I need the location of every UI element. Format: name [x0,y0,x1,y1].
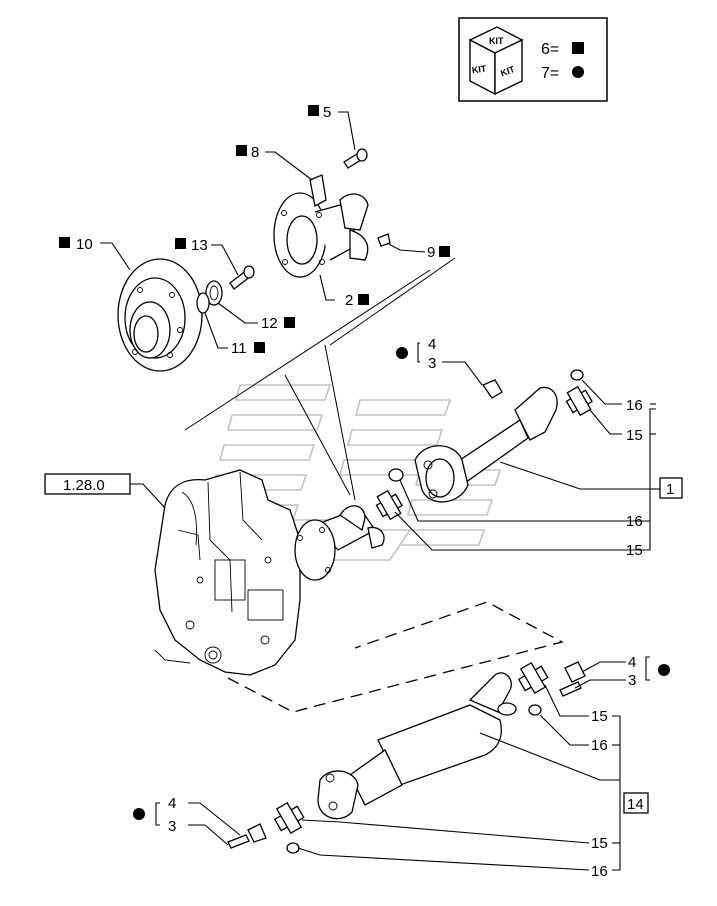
square-marker [308,105,319,116]
square-marker [175,238,186,249]
snap-ring-lower-right [528,704,542,716]
snap-ring-upper-right [570,369,584,381]
callout-16-d: 16 [591,863,608,880]
u-joint-cross-upper-left [375,489,403,521]
kit-box-icon: KIT KIT KIT [468,26,524,96]
callout-13: 13 [191,237,208,254]
circle-marker [658,664,670,676]
square-marker [358,294,369,305]
bolt-5 [343,148,368,169]
square-marker [572,42,584,54]
o-ring-11 [196,292,210,314]
reference-box [44,473,131,495]
lock-plate-3-upper [482,379,503,399]
square-marker [236,145,247,156]
callout-12: 12 [261,315,278,332]
upper-drive-shaft [294,386,558,581]
callout-4-low: 4 [168,795,176,812]
leader-lines [100,111,660,871]
kit-face-right: KIT [499,64,517,79]
square-marker [439,246,450,257]
kit-face-top: KIT [489,36,504,46]
bolt-4-mid [559,681,582,697]
callout-16-c: 16 [591,737,608,754]
square-marker [59,237,70,248]
washer-12 [205,280,223,306]
callout-10: 10 [76,236,93,253]
hatch-line-1 [184,269,431,431]
hatch-line-4 [284,374,351,496]
callout-15-c: 15 [591,708,608,725]
lock-plate-3-low [247,823,267,843]
legend-kit-6: 6= [541,41,559,58]
circle-marker [133,808,145,820]
kit-face-left: KIT [471,63,487,75]
circle-marker [572,66,584,78]
hatch-line-3 [324,344,356,501]
callout-5: 5 [323,104,331,121]
callout-4-mid: 4 [628,654,636,671]
snap-ring-upper-left [388,468,404,482]
bolt-4-low [227,834,250,849]
reference-label: 1.28.0 [63,477,105,494]
square-marker [284,317,295,328]
callout-11: 11 [231,340,247,357]
callout-2: 2 [345,292,353,309]
callout-15-a: 15 [626,427,643,444]
hatch-line-2 [329,257,456,346]
callout-3-low: 3 [168,818,176,835]
kit-legend: KIT KIT KIT 6= 7= [458,17,608,102]
callout-9: 9 [427,244,435,261]
callout-16-b: 16 [626,513,643,530]
dashed-outline [227,601,564,713]
callout-15-d: 15 [591,835,608,852]
assembly-box-14 [623,792,649,814]
snap-ring-lower-left [286,842,300,854]
circle-marker [396,347,408,359]
assembly-label-1: 1 [666,481,674,498]
callout-8: 8 [251,144,259,161]
callout-4-upper: 4 [428,336,436,353]
u-joint-cross-lower-left [273,801,305,835]
callout-3-mid: 3 [628,672,636,689]
bolt-13 [229,265,255,290]
square-marker [254,342,265,353]
flange-yoke-2 [273,192,369,278]
transmission-housing [154,469,301,676]
lock-plate-8 [309,174,327,207]
legend-kit-7: 7= [541,65,559,82]
assembly-box-1 [659,477,683,499]
lower-drive-shaft [317,672,517,820]
u-joint-cross-lower-right [517,661,549,695]
u-joint-cross-upper-right [565,385,593,417]
lock-plate-3-mid [564,661,586,683]
callout-15-b: 15 [626,542,643,559]
callout-3-upper: 3 [428,355,436,372]
brake-disc [117,258,203,372]
assembly-label-14: 14 [627,796,644,813]
callout-16-a: 16 [626,397,643,414]
